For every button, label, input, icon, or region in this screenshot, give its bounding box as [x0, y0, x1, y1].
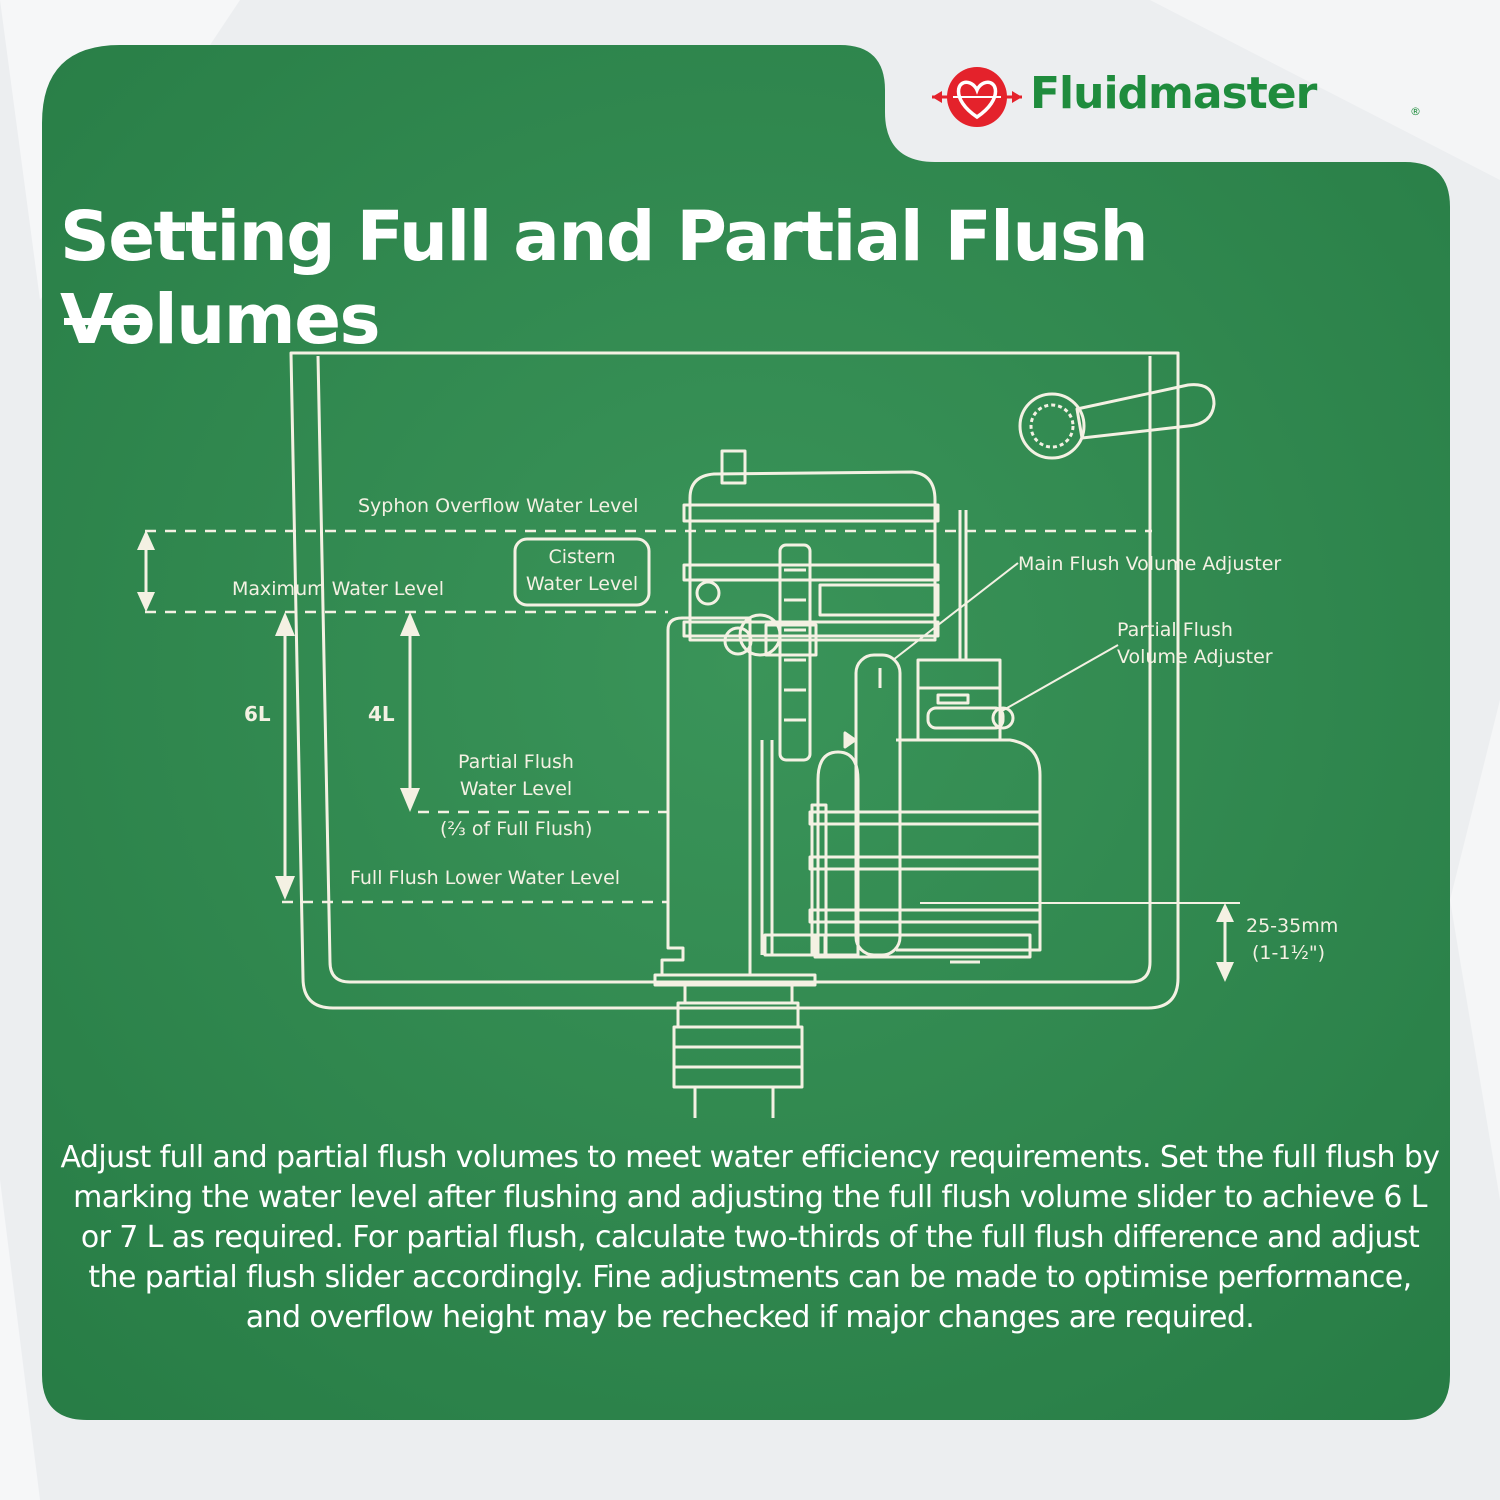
- label-gap-mm: 25-35mm: [1246, 915, 1339, 937]
- label-cistern-2: Water Level: [525, 573, 639, 595]
- label-gap-in: (1-1½"): [1252, 942, 1326, 964]
- page-title: Setting Full and Partial Flush Volumes: [60, 197, 1149, 360]
- label-partial-adjuster-2: Volume Adjuster: [1117, 646, 1273, 668]
- label-maximum-water: Maximum Water Level: [232, 578, 445, 600]
- cistern-outer-wall: [289, 351, 1180, 1010]
- label-partial-flush-2: Water Level: [459, 778, 573, 800]
- adjuster-assembly: [916, 510, 1015, 742]
- registered-mark: ®: [1410, 105, 1421, 118]
- label-cistern-1: Cistern: [548, 546, 616, 568]
- label-partial-flush-1: Partial Flush: [458, 751, 574, 773]
- brand-name: Fluidmaster: [1030, 68, 1317, 119]
- arrow-heads: [137, 530, 1234, 982]
- leader-lines: [892, 562, 1119, 713]
- water-level-lines: [145, 529, 1152, 904]
- title-underline: [64, 318, 150, 325]
- overflow-tube: [808, 653, 1042, 964]
- outlet-pipe: [672, 983, 804, 1118]
- label-syphon-overflow: Syphon Overflow Water Level: [358, 495, 639, 517]
- cistern-diagram: [137, 351, 1240, 1118]
- label-two-thirds: (⅔ of Full Flush): [440, 818, 593, 840]
- green-panel: [42, 45, 1450, 1420]
- description: Adjust full and partial flush volumes to…: [60, 1140, 1441, 1335]
- fluidmaster-logo-icon: [932, 67, 1022, 127]
- cistern-water-level-box: [513, 537, 651, 607]
- measure-arrows: [144, 546, 1227, 968]
- label-partial-adjuster-1: Partial Flush: [1117, 619, 1233, 641]
- label-main-flush-adjuster: Main Flush Volume Adjuster: [1018, 553, 1282, 575]
- flush-handle: [1018, 383, 1216, 460]
- label-full-flush-lower: Full Flush Lower Water Level: [350, 867, 621, 889]
- label-4l: 4L: [368, 702, 395, 726]
- cistern-inner-wall: [316, 355, 1152, 984]
- slider-column: [760, 543, 940, 957]
- label-6l: 6L: [244, 702, 271, 726]
